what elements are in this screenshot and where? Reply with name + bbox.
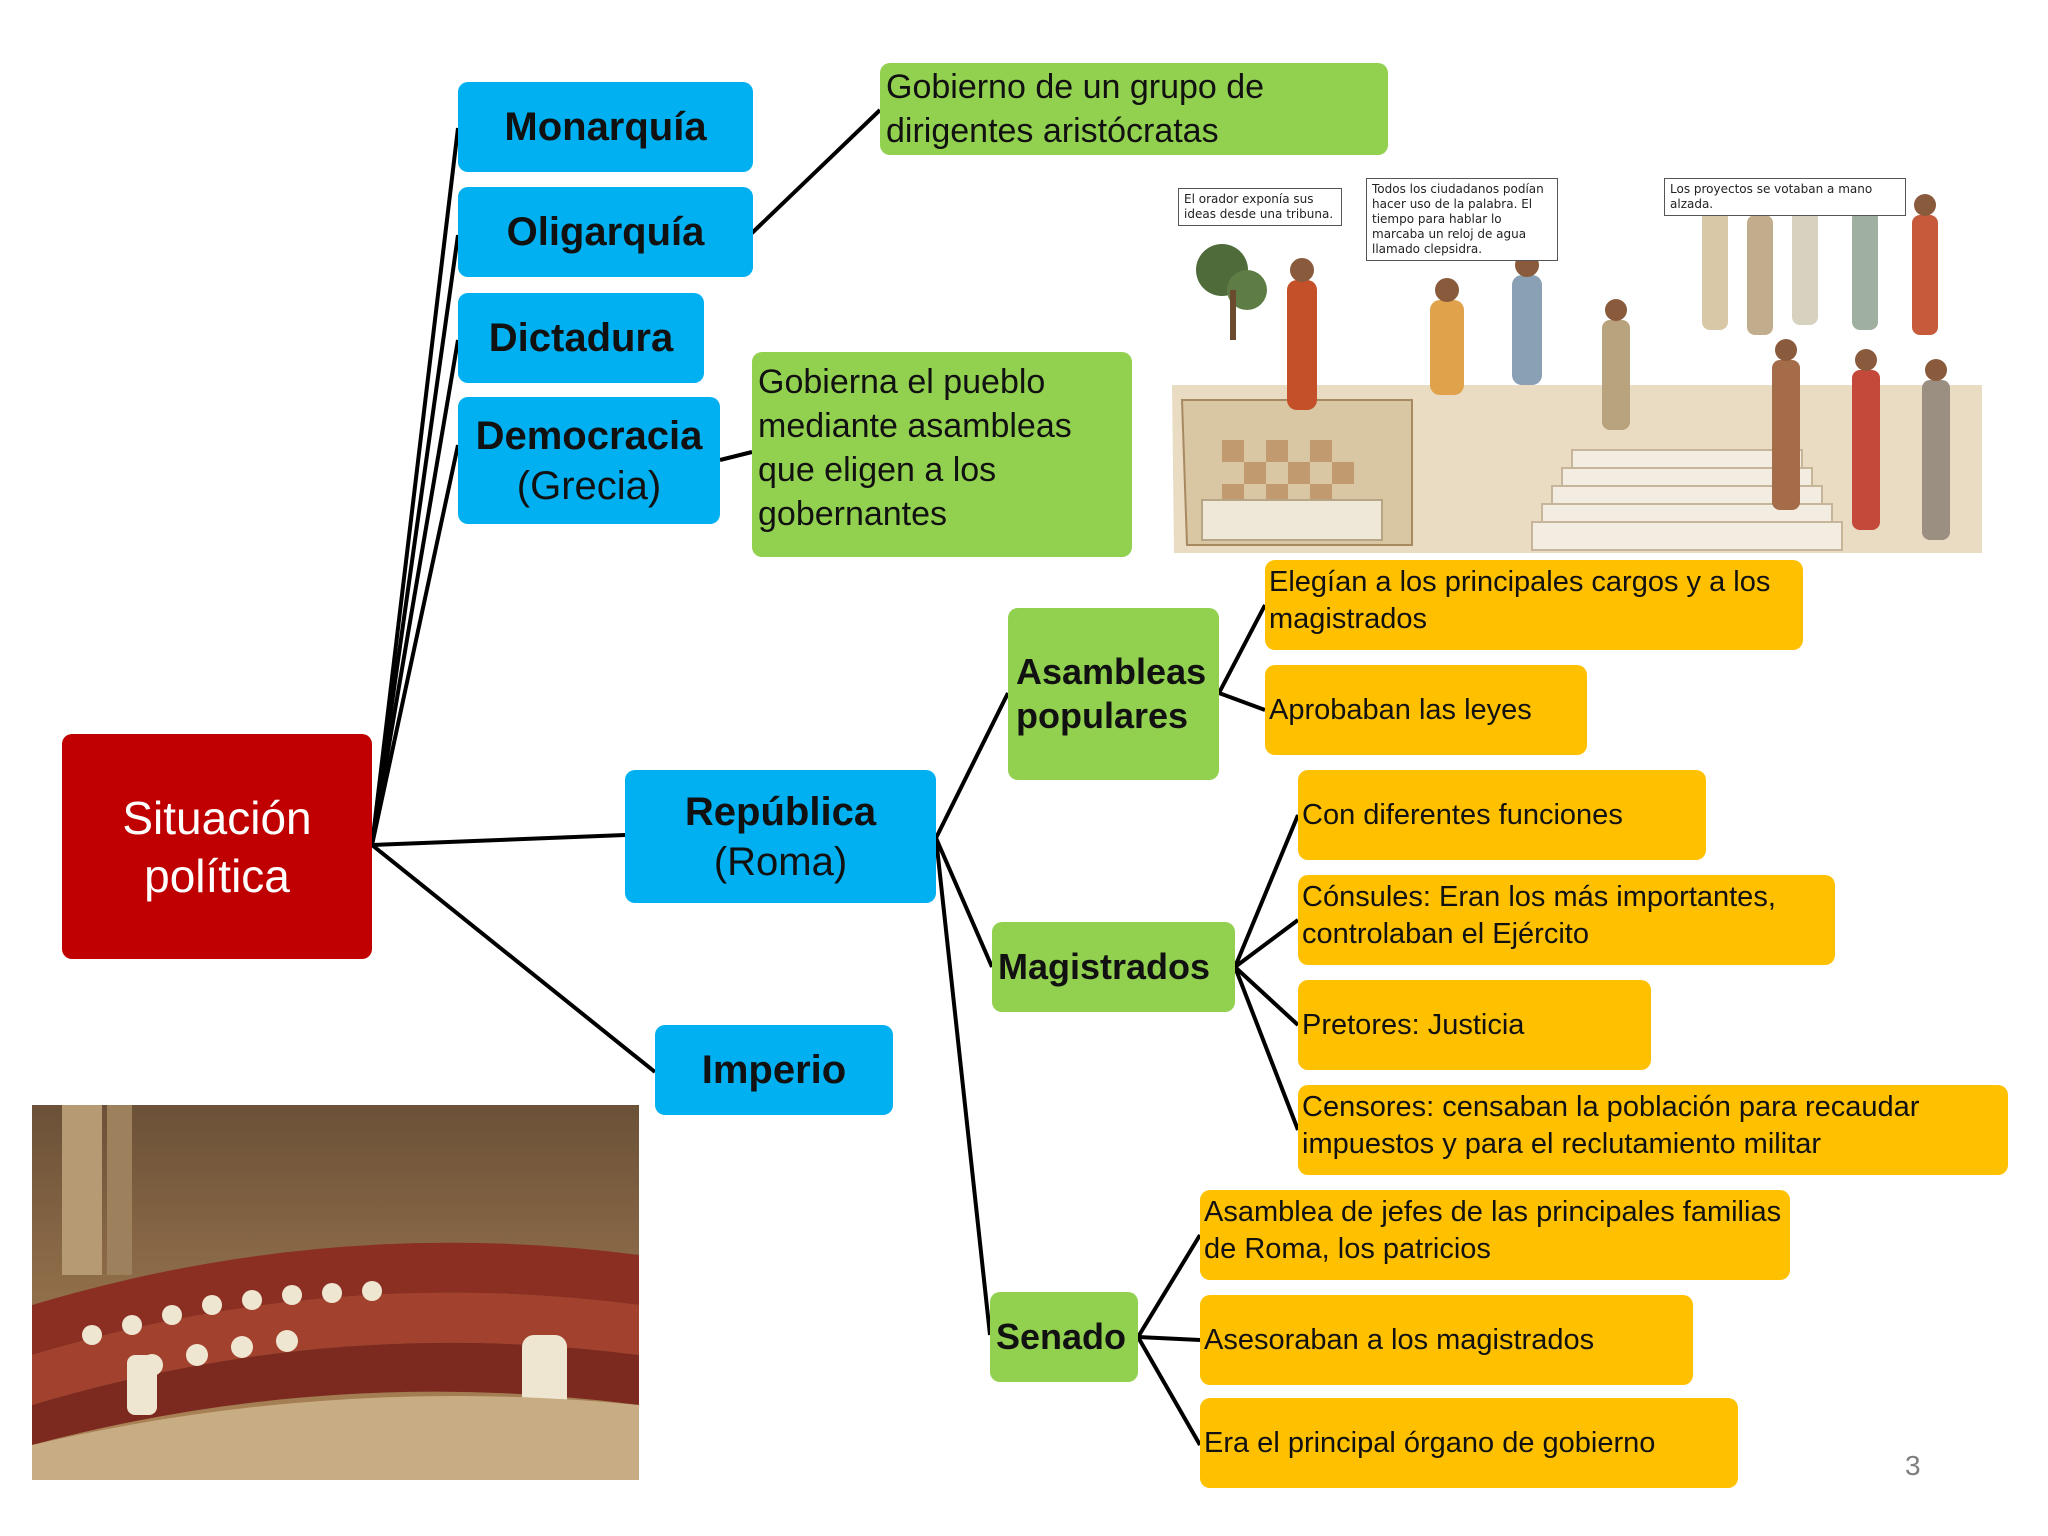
root-line1: Situación: [122, 791, 312, 844]
magistrados-label: Magistrados: [998, 946, 1211, 987]
desc-democracia-text: Gobierna el pueblo mediante asambleas qu…: [758, 363, 1072, 533]
node-republica: República (Roma): [625, 770, 936, 903]
callout-orator-text: El orador exponía sus ideas desde una tr…: [1184, 192, 1334, 221]
page-number: 3: [1905, 1450, 1921, 1481]
desc-oligarquia: Gobierno de un grupo de dirigentes arist…: [880, 63, 1388, 155]
republica-label: República: [684, 789, 877, 834]
callout-citizens: Todos los ciudadanos podían hacer uso de…: [1366, 178, 1558, 261]
monarquia-label: Monarquía: [504, 105, 707, 149]
magistrados-item-1-text: Cónsules: Eran los más importantes, cont…: [1302, 881, 1776, 950]
node-senado: Senado: [990, 1292, 1138, 1382]
roman-senate-painting: [32, 1105, 639, 1480]
senado-label: Senado: [996, 1316, 1127, 1357]
democracia-sublabel: (Grecia): [516, 463, 662, 508]
callout-vote: Los proyectos se votaban a mano alzada.: [1664, 178, 1906, 216]
root-node: Situación política: [62, 734, 372, 959]
desc-oligarquia-text: Gobierno de un grupo de dirigentes arist…: [886, 68, 1265, 150]
callout-vote-text: Los proyectos se votaban a mano alzada.: [1670, 182, 1873, 211]
greek-assembly-illustration: El orador exponía sus ideas desde una tr…: [1162, 170, 1982, 553]
republica-sublabel: (Roma): [713, 839, 848, 884]
root-line2: política: [144, 849, 290, 902]
imperio-label: Imperio: [701, 1048, 847, 1092]
magistrados-item: Cónsules: Eran los más importantes, cont…: [1298, 875, 1835, 965]
callout-citizens-text: Todos los ciudadanos podían hacer uso de…: [1372, 182, 1544, 256]
node-imperio: Imperio: [655, 1025, 893, 1115]
dictadura-label: Dictadura: [488, 316, 674, 360]
magistrados-item-0-text: Con diferentes funciones: [1302, 798, 1623, 831]
desc-democracia: Gobierna el pueblo mediante asambleas qu…: [752, 352, 1132, 557]
asambleas-item-1-text: Aprobaban las leyes: [1269, 693, 1532, 726]
senado-item-0-text: Asamblea de jefes de las principales fam…: [1204, 1196, 1782, 1265]
asambleas-item: Aprobaban las leyes: [1265, 665, 1587, 755]
asambleas-item-0-text: Elegían a los principales cargos y a los…: [1269, 566, 1771, 635]
magistrados-item: Censores: censaban la población para rec…: [1298, 1085, 2008, 1175]
magistrados-item: Pretores: Justicia: [1298, 980, 1651, 1070]
roman-senate-image: [32, 1105, 639, 1480]
node-monarquia: Monarquía: [458, 82, 753, 172]
oligarquia-label: Oligarquía: [506, 210, 705, 254]
asambleas-item: Elegían a los principales cargos y a los…: [1265, 560, 1803, 650]
node-oligarquia: Oligarquía: [458, 187, 753, 277]
node-dictadura: Dictadura: [458, 293, 704, 383]
magistrados-item: Con diferentes funciones: [1298, 770, 1706, 860]
callout-orator: El orador exponía sus ideas desde una tr…: [1178, 188, 1342, 226]
senado-item-1-text: Asesoraban a los magistrados: [1204, 1323, 1595, 1356]
senado-item: Asesoraban a los magistrados: [1200, 1295, 1693, 1385]
senado-item: Asamblea de jefes de las principales fam…: [1200, 1190, 1790, 1280]
senado-item: Era el principal órgano de gobierno: [1200, 1398, 1738, 1488]
node-magistrados: Magistrados: [992, 922, 1235, 1012]
magistrados-item-2-text: Pretores: Justicia: [1302, 1008, 1525, 1041]
node-democracia: Democracia (Grecia): [458, 397, 720, 524]
greek-assembly-image: [1162, 170, 1982, 553]
senado-item-2-text: Era el principal órgano de gobierno: [1204, 1426, 1656, 1459]
magistrados-item-3-text: Censores: censaban la población para rec…: [1302, 1091, 1920, 1160]
asambleas-label: Asambleas populares: [1016, 651, 1207, 736]
node-asambleas-populares: Asambleas populares: [1008, 608, 1219, 780]
democracia-label: Democracia: [475, 413, 703, 458]
